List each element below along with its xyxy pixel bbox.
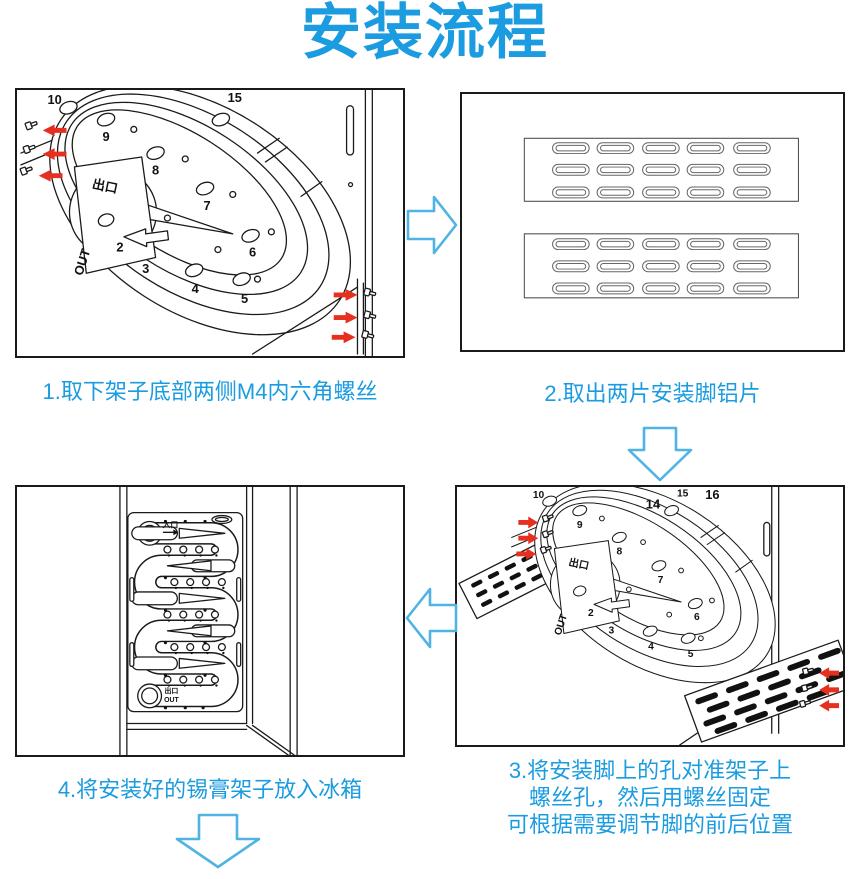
flow-arrow-down-bottom-icon (175, 813, 261, 869)
rack-drawing: 10 9 8 7 6 5 4 3 15 出口 (20, 90, 352, 336)
step3-caption-line1: 3.将安装脚上的孔对准架子上 (508, 758, 792, 783)
left-screws (539, 514, 554, 554)
fridge-cabinet (119, 487, 298, 755)
step4-fridge-diagram: 入口 出口 OUT (119, 487, 298, 755)
hole-number: 3 (609, 626, 615, 637)
red-arrow-icons-right (331, 289, 358, 344)
rack-drawing: 10 9 8 7 6 5 4 3 15 出口 (511, 487, 776, 684)
direction-arrow-icon (123, 228, 170, 248)
hole-number: 8 (616, 547, 622, 558)
hole-number: 4 (192, 281, 200, 296)
step3-diagram-panel: 10 9 8 7 6 5 4 3 15 出口 (455, 485, 845, 747)
flow-arrow-down-icon (627, 426, 693, 482)
hole-number: 7 (658, 575, 664, 586)
step3-caption-line2: 螺丝孔，然后用螺丝固定 (528, 785, 771, 810)
step2-feet-diagram (523, 137, 800, 299)
aluminium-foot-plate-1 (523, 137, 800, 202)
inlet-label: 入口 (161, 520, 178, 529)
hole-number: 2 (588, 608, 594, 619)
flow-arrow-right-icon (406, 195, 458, 255)
red-arrow-icons-left (38, 124, 67, 182)
outlet-label-plate: 出口 2 OUT (71, 156, 170, 277)
hole-number: 5 (688, 649, 694, 660)
step3-caption: 3.将安装脚上的孔对准架子上 螺丝孔，然后用螺丝固定 可根据需要调节脚的前后位置 (455, 757, 845, 838)
step1-diagram-panel: 10 9 8 7 6 5 4 3 15 出口 (15, 88, 405, 358)
flow-arrow-left-icon (405, 587, 458, 649)
hole-number: 3 (142, 261, 149, 276)
step1-caption: 1.取下架子底部两侧M4内六角螺丝 (42, 379, 378, 404)
hole-number: 2 (116, 240, 123, 255)
hole-number: 5 (241, 291, 248, 306)
step2-caption: 2.取出两片安装脚铝片 (544, 381, 761, 406)
left-screws (19, 121, 38, 176)
hole-number: 14 (646, 497, 661, 512)
outlet-label-plate: 出口 2 OUT (553, 540, 631, 637)
page-title: 安装流程 (301, 0, 549, 66)
hole-number: 6 (249, 245, 256, 260)
right-screws (361, 287, 377, 339)
step1-rack-diagram: 10 9 8 7 6 5 4 3 15 出口 (19, 90, 377, 356)
red-arrow-icons-right (819, 667, 840, 712)
hole-number: 15 (677, 488, 689, 499)
rack-front-view: 入口 出口 OUT (127, 511, 244, 713)
step2-diagram-panel (460, 92, 845, 352)
direction-arrow-icon (593, 597, 631, 613)
right-screws (799, 667, 815, 708)
hole-number: 9 (577, 520, 583, 531)
step3-caption-line3: 可根据需要调节脚的前后位置 (506, 812, 793, 837)
outlet-label-en: OUT (164, 697, 179, 704)
step4-diagram-panel: 入口 出口 OUT (15, 485, 405, 757)
hole-number: 9 (102, 129, 109, 144)
aluminium-foot-plate-2 (523, 233, 800, 299)
red-arrow-icons-left (516, 516, 539, 560)
step4-caption: 4.将安装好的锡膏架子放入冰箱 (57, 777, 363, 802)
hole-number: 10 (47, 92, 61, 107)
mounting-foot-right (683, 639, 843, 743)
hole-number: 16 (705, 487, 719, 502)
hole-number: 7 (203, 198, 210, 213)
step3-assembly-diagram: 10 9 8 7 6 5 4 3 15 出口 (458, 487, 843, 745)
outlet-label-cn: 出口 (164, 686, 178, 695)
hole-number: 4 (648, 641, 654, 652)
hole-number: 10 (533, 490, 545, 501)
hole-number: 6 (694, 612, 700, 623)
hole-number: 15 (228, 90, 242, 105)
outlet-label-cn: 出口 (91, 176, 119, 196)
hole-number: 8 (152, 163, 159, 178)
